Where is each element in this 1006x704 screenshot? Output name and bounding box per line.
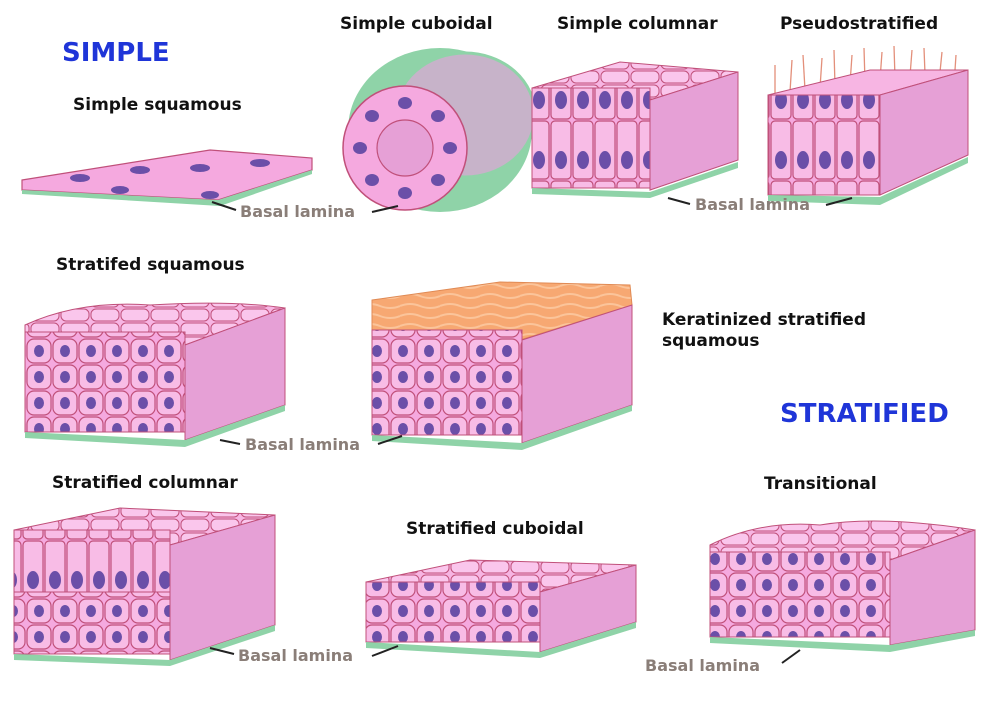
stratified-cuboidal-illustration — [365, 559, 637, 658]
basal-lamina-callouts — [209, 197, 853, 664]
basal-lamina-stratified-columnar: Basal lamina — [238, 646, 353, 665]
label-keratinized-line2: squamous — [662, 331, 760, 351]
stratified-columnar-illustration — [13, 507, 276, 666]
basal-lamina-transitional: Basal lamina — [645, 656, 760, 675]
label-simple-cuboidal: Simple cuboidal — [340, 14, 493, 34]
stratified-squamous-illustration — [24, 302, 286, 447]
label-stratified-squamous: Stratifed squamous — [56, 255, 245, 275]
label-stratified-columnar: Stratified columnar — [52, 473, 238, 493]
label-simple-columnar: Simple columnar — [557, 14, 718, 34]
label-simple-squamous: Simple squamous — [73, 95, 242, 115]
category-stratified: STRATIFIED — [780, 399, 949, 429]
label-pseudostratified: Pseudostratified — [780, 14, 939, 34]
pseudostratified-illustration — [767, 45, 969, 205]
category-simple: SIMPLE — [62, 38, 170, 68]
label-keratinized-line1: Keratinized stratified — [662, 310, 867, 330]
label-stratified-cuboidal: Stratified cuboidal — [406, 519, 584, 539]
simple-columnar-illustration — [531, 61, 739, 198]
label-transitional: Transitional — [764, 474, 877, 494]
basal-lamina-simple-squamous: Basal lamina — [240, 202, 355, 221]
basal-lamina-simple-columnar: Basal lamina — [695, 195, 810, 214]
basal-lamina-stratified-squamous: Basal lamina — [245, 435, 360, 454]
simple-cuboidal-illustration — [342, 48, 537, 212]
simple-squamous-illustration — [21, 149, 313, 206]
transitional-illustration — [709, 520, 976, 652]
keratinized-illustration — [371, 281, 633, 450]
